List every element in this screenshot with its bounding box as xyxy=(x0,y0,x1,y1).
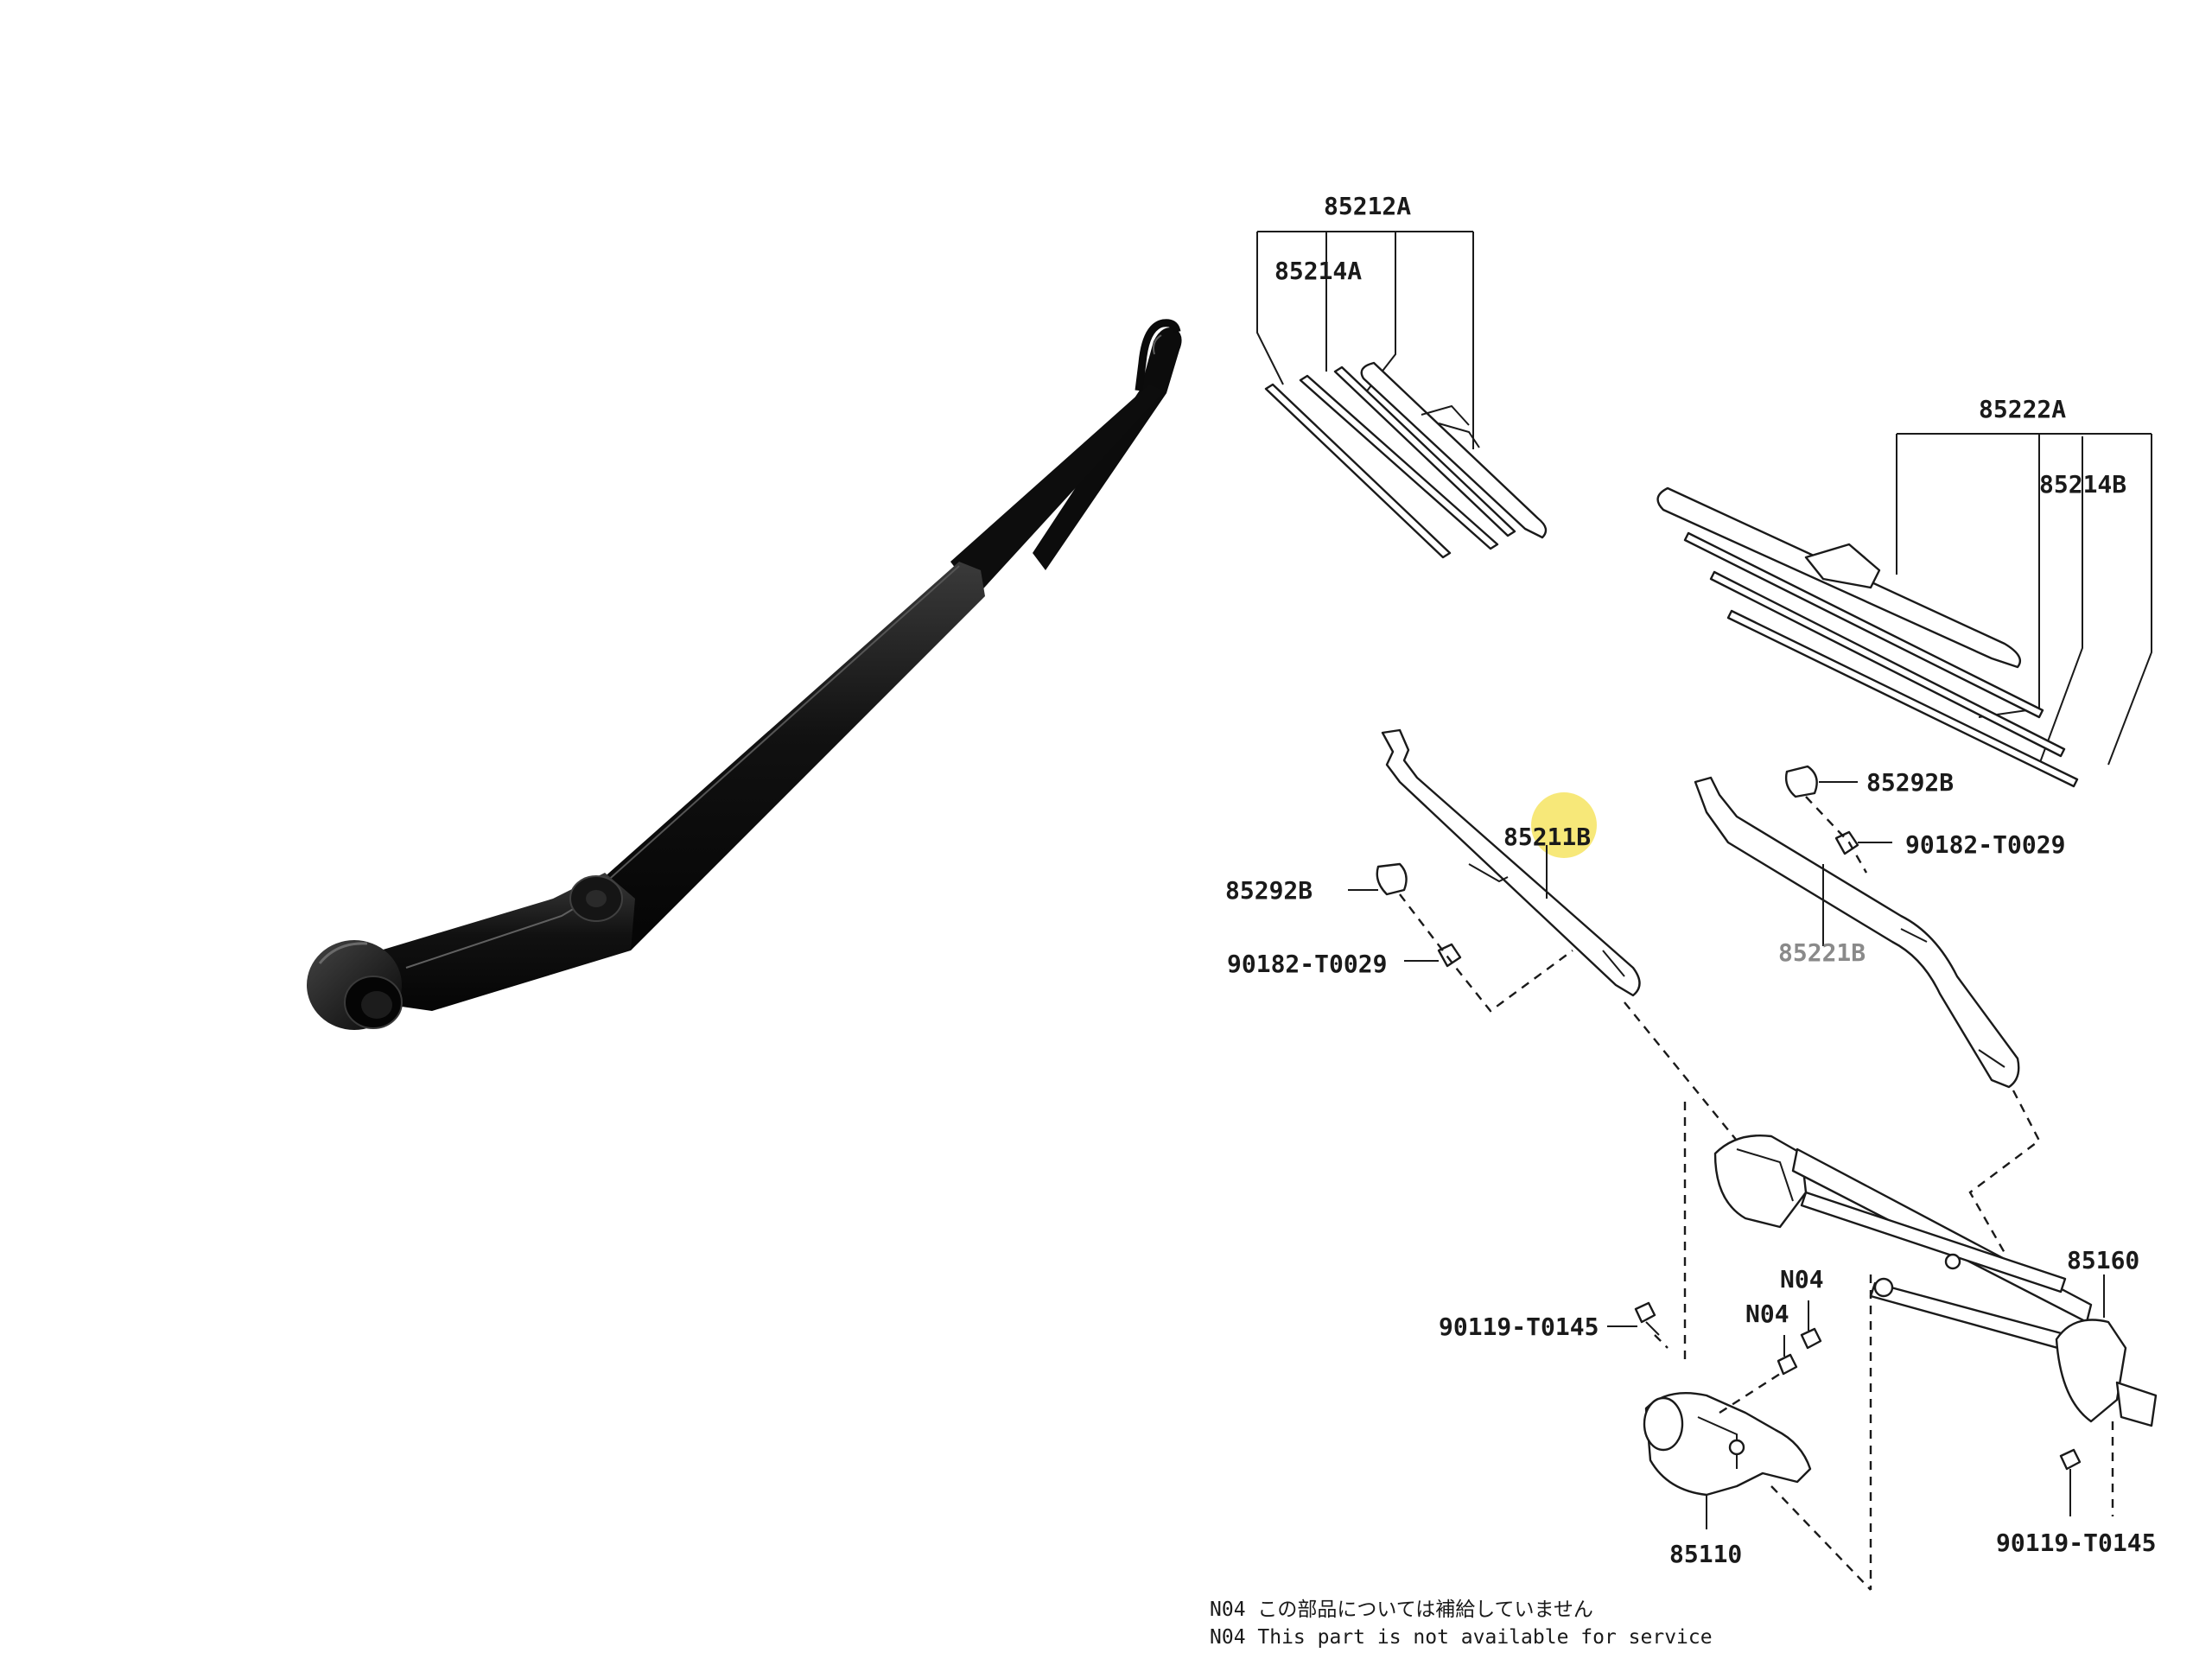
label-85212a: 85212A xyxy=(1324,192,1411,220)
part-labels: 85212A 85214A 85222A 85214B 85211B 85221… xyxy=(1225,192,2156,1568)
label-n04-upper: N04 xyxy=(1780,1265,1824,1294)
label-90119-t0145-right: 90119-T0145 xyxy=(1996,1529,2156,1557)
nut-left-part xyxy=(1437,943,1462,968)
label-90182-t0029-right: 90182-T0029 xyxy=(1905,830,2065,859)
cap-left-part xyxy=(1376,862,1408,896)
blade-a-group xyxy=(1256,231,1548,559)
left-wiper-arm xyxy=(1348,728,1738,1141)
cap-right-part xyxy=(1784,765,1818,798)
right-wiper-arm xyxy=(1694,765,2041,1254)
fasteners xyxy=(1607,1300,2082,1516)
blade-b-group xyxy=(1656,433,2152,788)
wiper-motor xyxy=(1643,1372,1872,1591)
label-85222a: 85222A xyxy=(1979,395,2066,423)
nut-right-part xyxy=(1834,830,1859,855)
label-85221b: 85221B xyxy=(1778,938,1866,967)
label-n04-lower: N04 xyxy=(1745,1300,1789,1328)
label-85160: 85160 xyxy=(2067,1246,2139,1274)
footnote-en: N04 This part is not available for servi… xyxy=(1210,1626,1713,1649)
parts-diagram: 85212A 85214A 85222A 85214B 85211B 85221… xyxy=(1210,192,2158,1649)
highlight-dot xyxy=(1531,792,1597,858)
label-85110: 85110 xyxy=(1669,1540,1742,1568)
footnote-jp: N04 この部品については補給していません xyxy=(1210,1599,1593,1621)
label-90119-t0145-left: 90119-T0145 xyxy=(1439,1313,1599,1341)
wiper-arm-product-photo xyxy=(307,319,1182,1030)
label-85214b: 85214B xyxy=(2039,470,2126,499)
wiper-linkage xyxy=(1683,1102,2158,1590)
footnotes: N04 この部品については補給していません N04 This part is n… xyxy=(1210,1599,1713,1649)
label-85292b-right: 85292B xyxy=(1866,768,1954,797)
label-85214a: 85214A xyxy=(1274,257,1362,285)
label-90182-t0029-left: 90182-T0029 xyxy=(1227,950,1387,978)
label-85292b-left: 85292B xyxy=(1225,876,1313,905)
label-85211b: 85211B xyxy=(1503,823,1591,851)
